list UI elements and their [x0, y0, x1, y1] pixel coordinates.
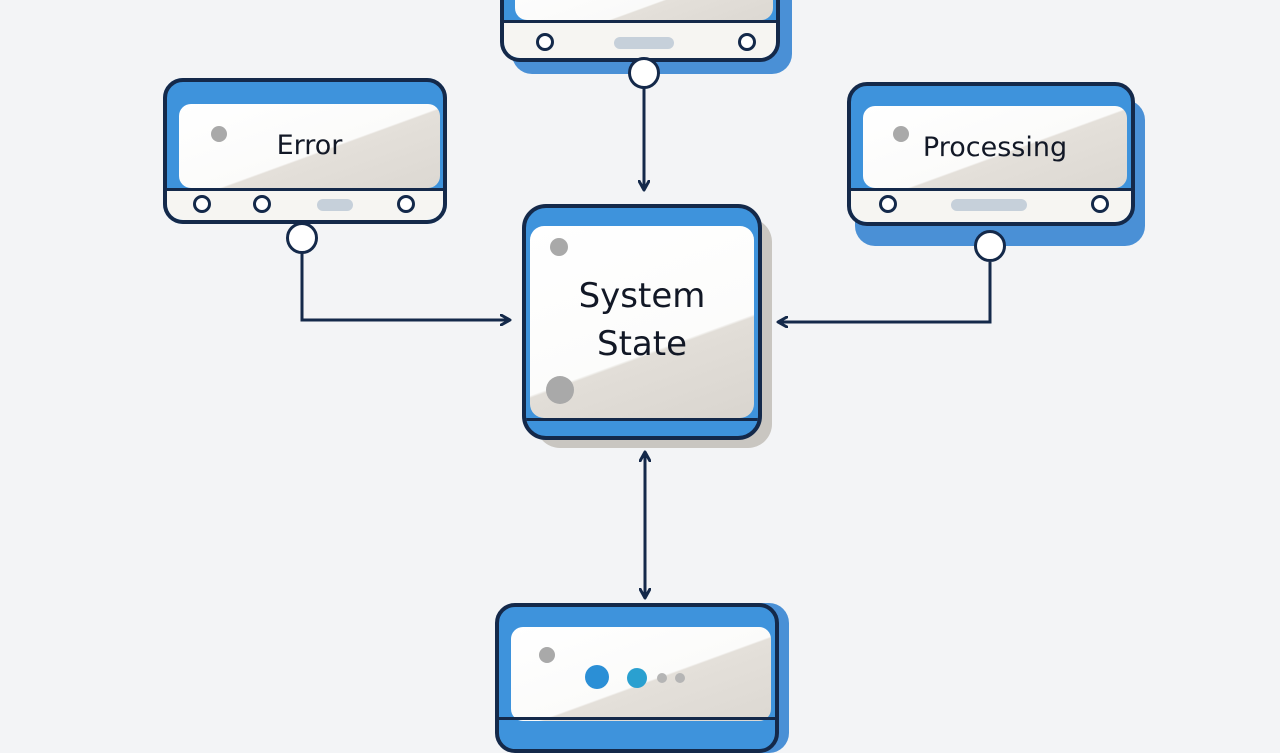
processing-node-port[interactable]	[974, 230, 1006, 262]
error-node-mid-knob	[253, 195, 271, 213]
bottom-node-dot	[539, 647, 555, 663]
error-node-mark	[317, 199, 353, 211]
top-state-node[interactable]	[500, 0, 792, 74]
error-node-port[interactable]	[286, 222, 318, 254]
bottom-state-node[interactable]	[495, 603, 789, 753]
error-node-right-knob	[397, 195, 415, 213]
system-state-node[interactable]: System State	[522, 204, 772, 448]
center-node-label-line2: State	[597, 324, 687, 364]
processing-node-label: Processing	[922, 132, 1068, 163]
center-node-bottom-dot	[546, 376, 574, 404]
progress-dot-3	[657, 673, 667, 683]
error-state-node[interactable]: Error	[163, 78, 447, 224]
processing-node-mark	[951, 199, 1027, 211]
processing-node-dot	[893, 126, 909, 142]
error-node-left-knob	[193, 195, 211, 213]
arrow-processing-to-center	[778, 262, 992, 322]
arrow-error-to-center	[300, 252, 510, 320]
center-node-top-dot	[550, 238, 568, 256]
progress-dot-1	[585, 665, 609, 689]
processing-node-right-knob	[1091, 195, 1109, 213]
center-node-label-line1: System	[578, 276, 706, 316]
processing-node-left-knob	[879, 195, 897, 213]
top-node-right-knob	[738, 33, 756, 51]
processing-state-node[interactable]: Processing	[847, 82, 1145, 246]
top-node-port[interactable]	[628, 57, 660, 89]
top-node-left-knob	[536, 33, 554, 51]
progress-dot-2	[627, 668, 647, 688]
error-node-dot	[211, 126, 227, 142]
error-node-label: Error	[276, 130, 343, 161]
top-node-mark	[614, 37, 674, 49]
progress-dot-4	[675, 673, 685, 683]
connector-layer	[300, 88, 992, 720]
